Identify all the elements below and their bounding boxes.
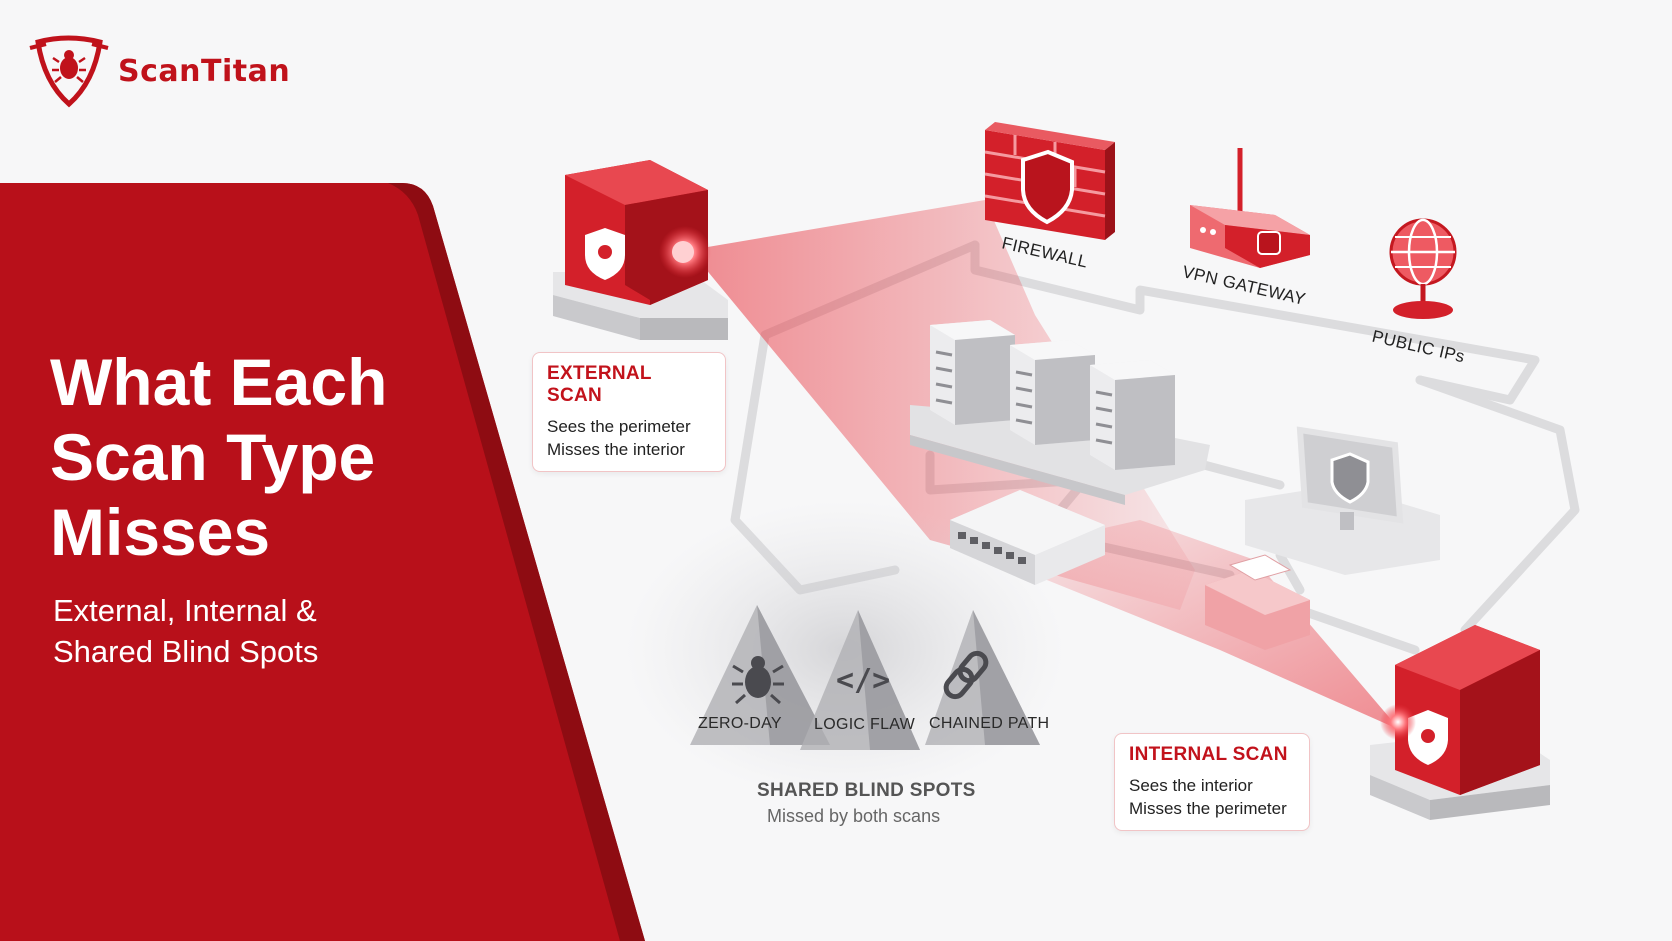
server-rack-icon — [910, 320, 1210, 505]
printer-icon — [1205, 554, 1310, 650]
hero-title: What Each Scan Type Misses — [50, 345, 470, 570]
hero-title-line: What Each — [50, 345, 388, 419]
brand-name: ScanTitan — [118, 53, 291, 89]
hero-title-line: Misses — [50, 495, 271, 569]
monitor-icon — [1245, 426, 1440, 575]
bug-shield-logo-icon — [29, 35, 109, 108]
firewall-icon — [984, 122, 1115, 240]
internal-scan-line: Misses the perimeter — [1129, 799, 1287, 818]
internal-scan-description: Sees the interior Misses the perimeter — [1129, 774, 1295, 820]
blind-spot-label: ZERO-DAY — [698, 715, 782, 732]
external-scan-title: EXTERNAL SCAN — [547, 363, 652, 406]
network-switch-icon — [950, 490, 1105, 585]
hero-title-line: Scan Type — [50, 420, 376, 494]
shared-blind-spots-title: SHARED BLIND SPOTS — [757, 780, 976, 801]
globe-icon — [1389, 218, 1457, 319]
internal-scan-beam — [985, 520, 1400, 730]
external-scan-line: Misses the interior — [547, 440, 685, 459]
internal-scan-title: INTERNAL SCAN — [1129, 744, 1288, 765]
hero-subtitle-line: External, Internal & — [53, 593, 317, 628]
internal-scan-callout: INTERNAL SCAN Sees the interior Misses t… — [1114, 733, 1310, 831]
code-icon: </> — [836, 663, 890, 698]
brand-logo[interactable]: ScanTitan — [28, 34, 290, 108]
internal-scan-line: Sees the interior — [1129, 776, 1253, 795]
external-scan-line: Sees the perimeter — [547, 417, 691, 436]
blind-spot-label: CHAINED PATH — [929, 715, 1050, 732]
external-scan-description: Sees the perimeter Misses the interior — [547, 415, 711, 461]
vpn-gateway-icon — [1190, 148, 1310, 268]
hero-panel — [0, 183, 645, 941]
chain-link-icon — [943, 650, 989, 700]
hero-panel-edge — [388, 183, 645, 941]
hero-subtitle-line: Shared Blind Spots — [53, 634, 319, 669]
external-scan-callout: EXTERNAL SCAN Sees the perimeter Misses … — [532, 352, 726, 472]
shared-blind-spots-subtitle: Missed by both scans — [767, 806, 941, 826]
bug-icon — [732, 656, 784, 705]
blind-spot-label: LOGIC FLAW — [814, 716, 916, 733]
hero-subtitle: External, Internal & Shared Blind Spots — [53, 590, 433, 672]
external-scanner — [553, 160, 728, 340]
internal-scanner — [1370, 625, 1550, 820]
